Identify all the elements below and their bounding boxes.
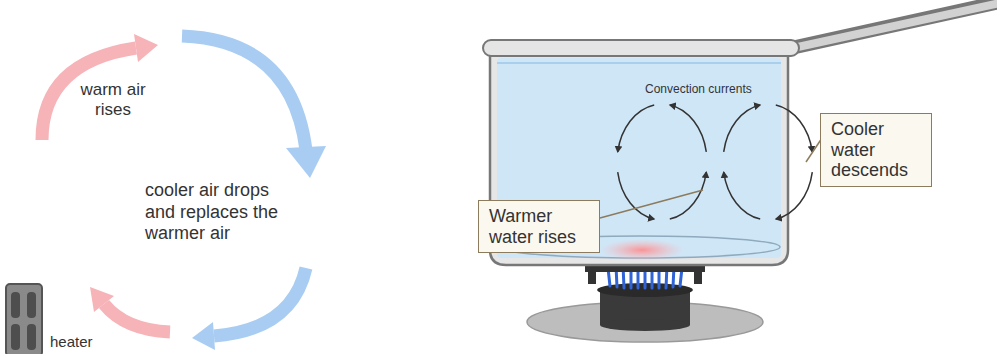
- current-arc: [724, 172, 761, 219]
- pot-handle: [782, 2, 997, 50]
- callout-text: Warmer water rises: [489, 206, 589, 247]
- warm-air-arrow: [104, 304, 170, 332]
- arrow-head: [192, 322, 215, 350]
- burner-base: [600, 319, 690, 331]
- air-cycle-arrows: [42, 34, 326, 350]
- radiator-fin: [11, 292, 20, 318]
- cool-air-arrow: [182, 36, 306, 150]
- current-arc: [618, 105, 655, 152]
- air-note: cooler air drops and replaces the warmer…: [145, 180, 295, 245]
- air-note: warm air rises: [72, 80, 154, 121]
- radiator-body: [6, 284, 42, 354]
- cool-air-arrow: [214, 268, 306, 336]
- radiator-fin: [27, 324, 36, 350]
- heater-radiator: [6, 284, 42, 354]
- heat-glow: [600, 239, 684, 261]
- arrow-head: [286, 146, 326, 178]
- diagram-label: Convection currents: [645, 82, 785, 96]
- current-arc: [724, 105, 761, 152]
- arrow-head: [134, 34, 158, 62]
- current-arc: [776, 105, 813, 152]
- pot-handle-highlight: [784, 3, 997, 50]
- callout-box: Warmer water rises: [478, 200, 600, 253]
- water-surface: [497, 62, 781, 64]
- stove-burner: [527, 262, 763, 342]
- convection-loops: [618, 105, 813, 219]
- leader-line: [600, 190, 703, 218]
- part-label: heater: [50, 333, 120, 351]
- current-arc: [670, 172, 707, 219]
- arrow-head: [90, 287, 114, 312]
- grate: [585, 266, 705, 272]
- radiator-fin: [11, 324, 20, 350]
- current-arc: [670, 105, 707, 152]
- callout-box: Cooler water descends: [820, 113, 932, 187]
- current-arc: [776, 172, 813, 219]
- pot-body: [490, 50, 788, 265]
- radiator-fin: [27, 292, 36, 318]
- pot-rim: [483, 40, 799, 56]
- callout-text: Cooler water descends: [831, 119, 921, 181]
